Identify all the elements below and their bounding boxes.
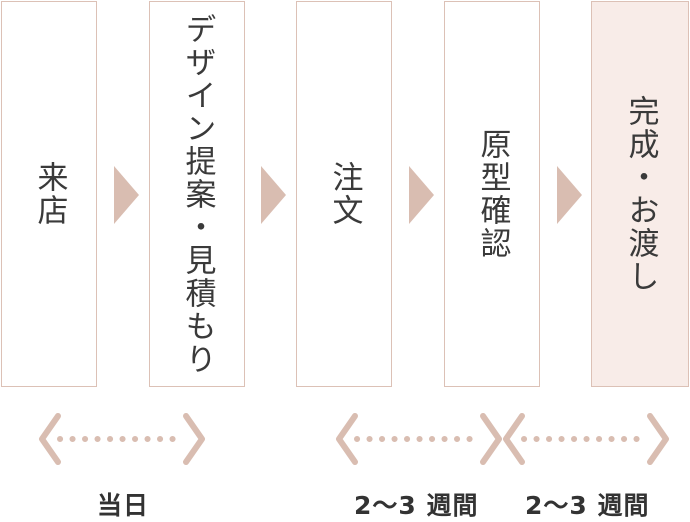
duration-arrow-icon xyxy=(336,413,502,465)
step-design-proposal: デザイン提案・見積もり xyxy=(149,1,245,387)
step-label: 来店 xyxy=(31,161,68,227)
step-label: デザイン提案・見積もり xyxy=(179,12,216,376)
step-prototype-check: 原型確認 xyxy=(444,1,540,387)
flow-arrow-icon xyxy=(557,166,582,224)
step-label: 原型確認 xyxy=(474,128,511,260)
step-label: 注文 xyxy=(326,161,363,227)
flow-arrow-icon xyxy=(114,166,139,224)
duration-label-same-day: 当日 xyxy=(97,491,150,520)
step-order: 注文 xyxy=(296,1,392,387)
duration-label-weeks: 2〜3 週間 xyxy=(525,491,650,520)
flow-arrow-icon xyxy=(409,166,434,224)
step-label: 完成・お渡し xyxy=(622,95,659,293)
step-visit: 来店 xyxy=(1,1,97,387)
step-delivery: 完成・お渡し xyxy=(591,1,689,387)
flow-arrow-icon xyxy=(261,166,286,224)
duration-arrow-icon xyxy=(39,413,205,465)
duration-label-weeks: 2〜3 週間 xyxy=(354,491,479,520)
duration-arrow-icon xyxy=(503,413,669,465)
